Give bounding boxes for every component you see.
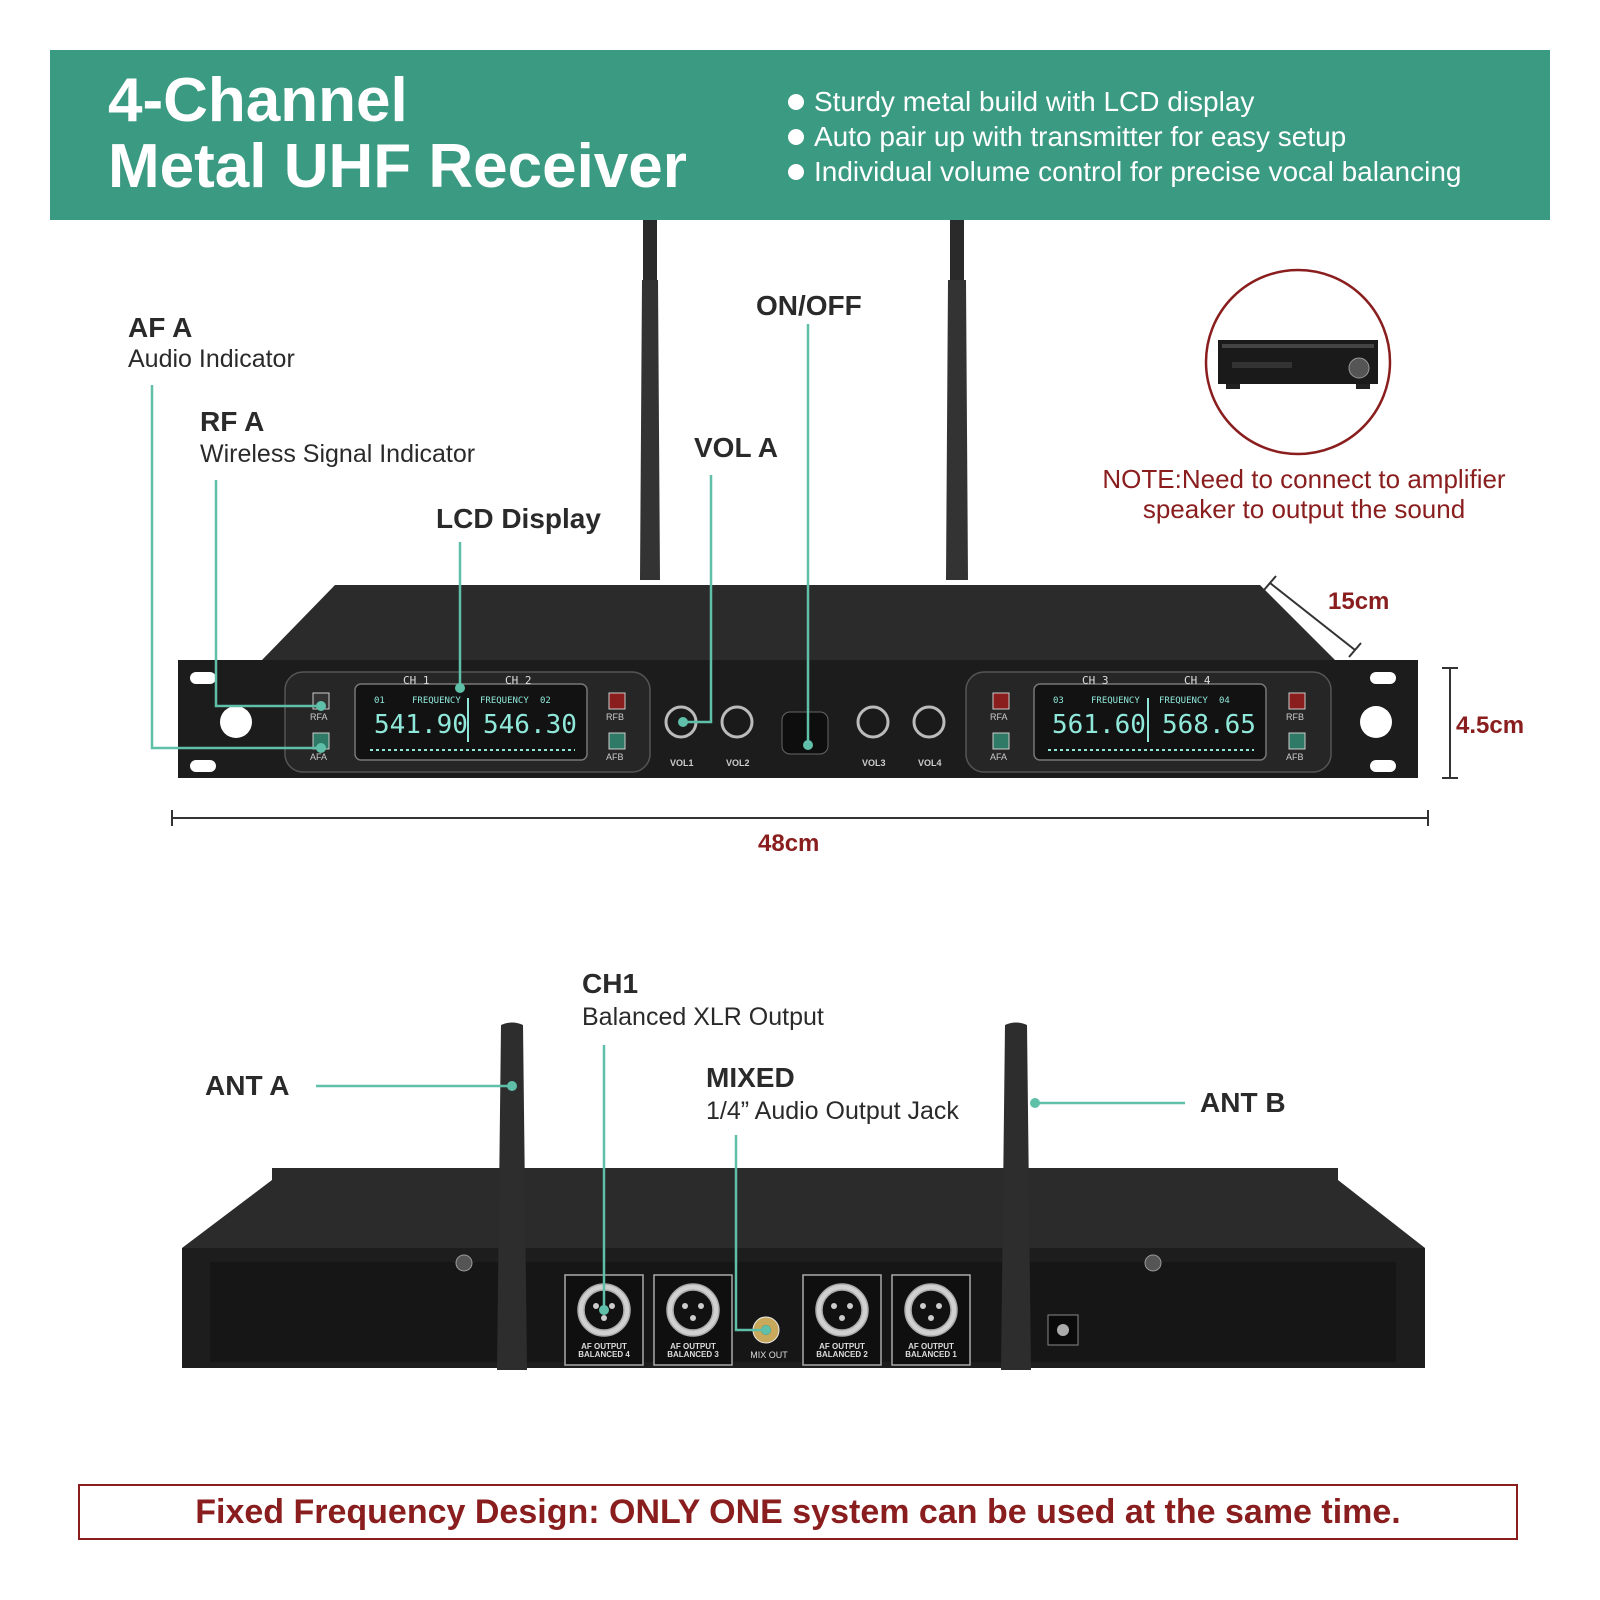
lcd-frequency-1: 541.90 [374,710,468,740]
bullet-icon [788,163,804,180]
af-a-description: Audio Indicator [128,345,295,373]
vol-a-label: VOL A [694,432,779,463]
bullet-icon [788,128,804,145]
feature-item: Auto pair up with transmitter for easy s… [788,119,1461,154]
ch3-label: CH 3 [1082,674,1109,687]
mixed-output-label: MIXED [706,1062,795,1093]
ch1-label: CH 1 [403,674,430,687]
header-banner: 4-Channel Metal UHF Receiver Sturdy meta… [50,50,1550,220]
depth-dimension: 15cm [1328,588,1390,615]
height-dimension: 4.5cm [1456,712,1525,739]
ch1-output-description: Balanced XLR Output [582,1003,824,1031]
afb-indicator [608,732,626,750]
title-line-2: Metal UHF Receiver [108,132,687,201]
power-switch-icon [781,711,829,755]
lcd-display-label: LCD Display [436,503,601,534]
amplifier-note: NOTE:Need to connect to amplifier speake… [1102,464,1506,524]
ch1-output-label: CH1 [582,968,639,999]
fixed-frequency-notice: Fixed Frequency Design: ONLY ONE system … [78,1484,1518,1540]
chassis-top [262,585,1335,660]
feature-item: Individual volume control for precise vo… [788,154,1461,189]
feature-item: Sturdy metal build with LCD display [788,84,1461,119]
lcd-frequency-3: 561.60 [1052,710,1146,740]
title-line-1: 4-Channel [108,66,408,135]
af-a-label: AF A [128,312,193,343]
mixed-output-description: 1/4” Audio Output Jack [706,1097,959,1125]
feature-list: Sturdy metal build with LCD display Auto… [788,84,1461,189]
volume-knob-icon [664,705,946,739]
bullet-icon [788,93,804,110]
antenna-icon [497,1022,1031,1370]
banner-title: 4-Channel Metal UHF Receiver [108,68,687,200]
rfb-indicator [608,692,626,710]
lcd-display-b [1033,683,1267,761]
lcd-frequency-2: 546.30 [483,710,577,740]
antenna-icon [640,220,968,580]
ant-b-label: ANT B [1200,1087,1286,1118]
ant-a-label: ANT A [205,1070,290,1101]
width-dimension: 48cm [758,830,820,857]
lcd-display-a [354,683,588,761]
rf-a-description: Wireless Signal Indicator [200,440,476,468]
ch2-label: CH 2 [505,674,532,687]
on-off-label: ON/OFF [756,290,862,321]
ch4-label: CH 4 [1184,674,1211,687]
rf-a-label: RF A [200,406,265,437]
amplifier-icon [1218,340,1378,389]
lcd-frequency-4: 568.65 [1162,710,1256,740]
